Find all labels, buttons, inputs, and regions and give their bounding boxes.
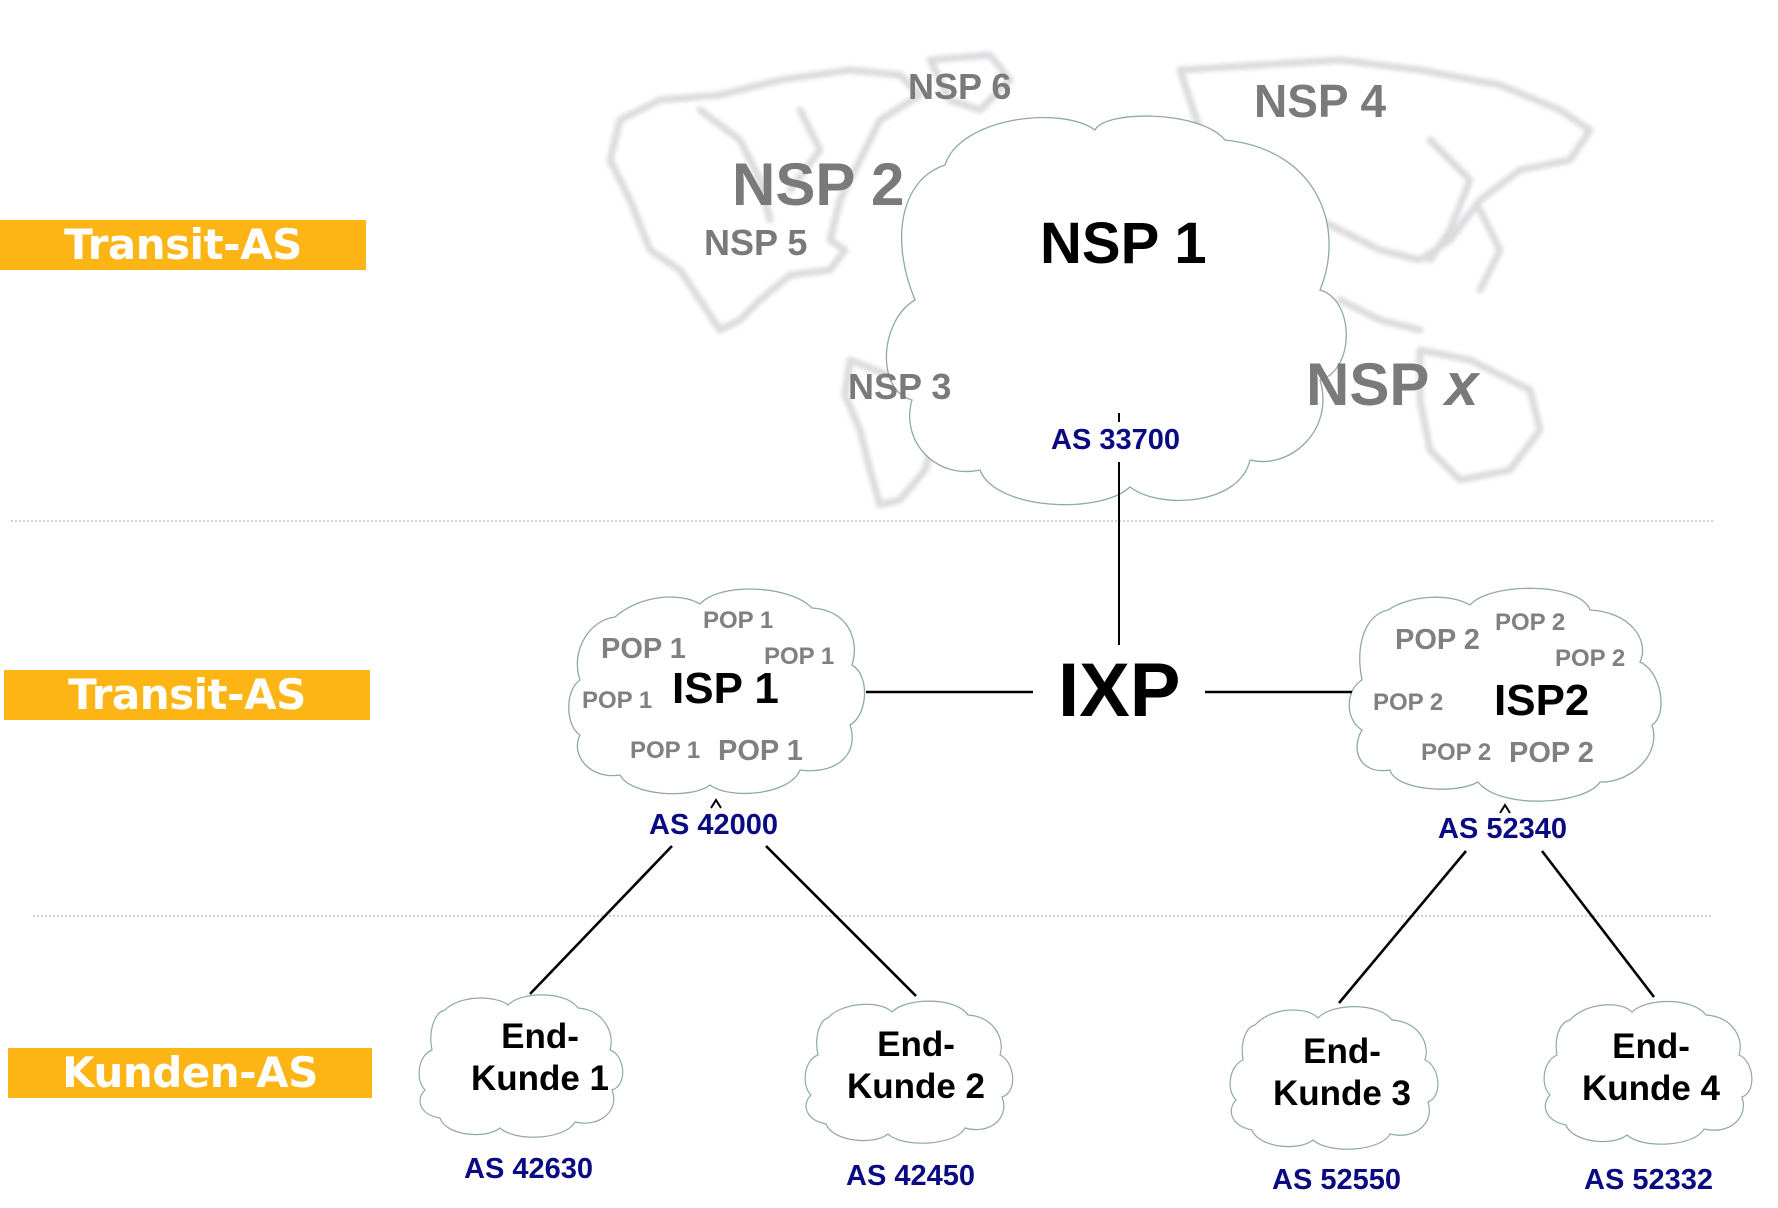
isp1-pop: POP 1 bbox=[703, 607, 774, 634]
kunde4-line2: Kunde 4 bbox=[1581, 1069, 1721, 1108]
isp1-cloud[interactable] bbox=[568, 588, 866, 795]
nsp6-label: NSP 6 bbox=[908, 66, 1012, 107]
kunde1-line1: End- bbox=[501, 1017, 579, 1056]
kunde2-line2: Kunde 2 bbox=[846, 1067, 986, 1106]
ixp-label[interactable]: IXP bbox=[1058, 648, 1181, 733]
isp1-pop: POP 1 bbox=[601, 633, 686, 665]
nsp5-label: NSP 5 bbox=[704, 222, 808, 263]
tier-label-transit-as-1: Transit-AS bbox=[0, 220, 366, 270]
kunde2-as-number: AS 42450 bbox=[846, 1160, 975, 1192]
kunde1-line2: Kunde 1 bbox=[470, 1059, 610, 1098]
isp2-as-number: AS 52340 bbox=[1438, 813, 1567, 845]
isp1-pop: POP 1 bbox=[718, 735, 803, 767]
isp2-pop: POP 2 bbox=[1373, 689, 1444, 716]
isp2-pop: POP 2 bbox=[1421, 739, 1492, 766]
nspx-label: NSP x bbox=[1306, 350, 1478, 419]
kunde3-line2: Kunde 3 bbox=[1272, 1074, 1412, 1113]
kunde1-as-number: AS 42630 bbox=[464, 1153, 593, 1185]
isp2-pop: POP 2 bbox=[1509, 737, 1594, 769]
isp1-as-number: AS 42000 bbox=[649, 809, 778, 841]
tier-label-kunden-as: Kunden-AS bbox=[8, 1048, 372, 1098]
kunde4-line1: End- bbox=[1612, 1027, 1690, 1066]
kunde3-as-number: AS 52550 bbox=[1272, 1164, 1401, 1196]
kunde4-label: End- Kunde 4 bbox=[1568, 1026, 1734, 1110]
kunde2-line1: End- bbox=[877, 1025, 955, 1064]
link-isp2-kunde3 bbox=[1338, 850, 1467, 1004]
isp1-pop: POP 1 bbox=[630, 737, 701, 764]
isp2-label: ISP2 bbox=[1494, 676, 1590, 725]
link-isp1-kunde1 bbox=[529, 845, 673, 995]
isp2-pop: POP 2 bbox=[1555, 645, 1626, 672]
nsp2-label: NSP 2 bbox=[732, 151, 905, 218]
nsp1-label: NSP 1 bbox=[1040, 211, 1207, 276]
kunde3-line1: End- bbox=[1303, 1032, 1381, 1071]
kunde3-cloud[interactable] bbox=[1229, 1006, 1439, 1150]
isp1-caret-icon bbox=[710, 798, 722, 809]
nspx-label-text: NSP x bbox=[1306, 351, 1479, 418]
nsp4-label: NSP 4 bbox=[1254, 75, 1387, 127]
kunde1-label: End- Kunde 1 bbox=[462, 1016, 618, 1100]
kunde4-cloud[interactable] bbox=[1543, 1000, 1753, 1145]
link-isp2-kunde4 bbox=[1540, 850, 1656, 998]
kunde2-label: End- Kunde 2 bbox=[836, 1024, 996, 1108]
isp2-caret-icon bbox=[1499, 803, 1511, 814]
isp1-pop: POP 1 bbox=[764, 643, 835, 670]
kunde2-cloud[interactable] bbox=[804, 1000, 1014, 1144]
link-isp1-kunde2 bbox=[765, 845, 917, 997]
kunde4-as-number: AS 52332 bbox=[1584, 1164, 1713, 1196]
isp2-cloud[interactable] bbox=[1348, 587, 1662, 802]
tier-label-transit-as-2: Transit-AS bbox=[4, 670, 370, 720]
kunde1-cloud[interactable] bbox=[418, 994, 624, 1138]
kunde3-label: End- Kunde 3 bbox=[1262, 1031, 1422, 1115]
isp2-pop: POP 2 bbox=[1495, 609, 1566, 636]
isp2-pop: POP 2 bbox=[1395, 624, 1480, 656]
nspx-label-variable: x bbox=[1444, 351, 1479, 418]
isp1-label: ISP 1 bbox=[672, 664, 779, 713]
nsp1-as-number: AS 33700 bbox=[1051, 424, 1180, 456]
isp1-pop: POP 1 bbox=[582, 687, 653, 714]
nsp3-label: NSP 3 bbox=[848, 366, 952, 407]
nsp1-cloud[interactable] bbox=[885, 115, 1347, 506]
